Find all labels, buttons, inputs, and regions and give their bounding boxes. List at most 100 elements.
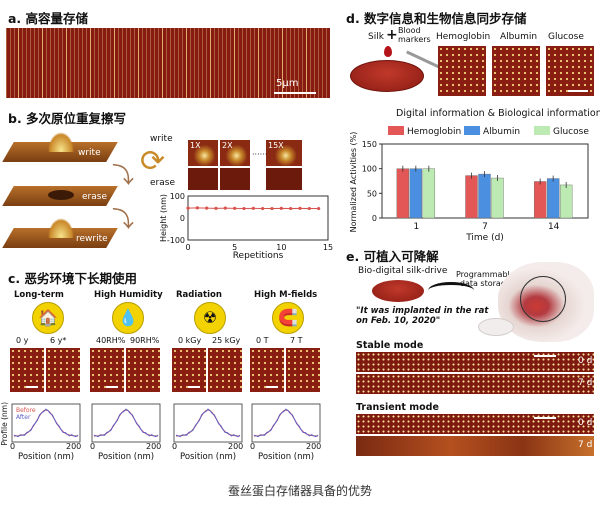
activity-ytick: 100 (362, 165, 377, 174)
condition-image-1 (10, 348, 44, 392)
panel-d-scale-bar (568, 90, 588, 92)
transient-7d-image (356, 436, 594, 456)
height-point (186, 206, 190, 210)
height-point (307, 206, 311, 211)
height-point (214, 206, 218, 210)
legend-before: Before (16, 407, 36, 414)
profile-after-line (93, 408, 159, 438)
height-point (242, 206, 246, 211)
activity-xtick: 14 (548, 222, 560, 232)
profile-before-line (93, 409, 159, 437)
blood-label: Blood markers (398, 26, 431, 44)
condition-image-2 (46, 348, 80, 392)
rep-15x-top (266, 140, 302, 166)
height-xtick: 15 (323, 243, 333, 252)
activity-bar (491, 177, 504, 219)
activity-bar (409, 168, 423, 219)
condition-scale-bar (266, 386, 278, 388)
condition-image-2 (208, 348, 242, 392)
condition-icon: 🏠 (32, 302, 64, 334)
condition-icon: ☢ (194, 302, 226, 334)
activity-bar (478, 173, 491, 219)
label-write: write (78, 148, 101, 158)
profile-xtick-0: 0 (250, 442, 256, 451)
profile-xtick-1: 200 (306, 442, 322, 451)
stable-0d-label: 0 d (578, 356, 593, 366)
panel-a-title: a. 高容量存储 (8, 11, 89, 26)
legend-after: After (16, 414, 31, 421)
rat-body (478, 318, 514, 336)
silk-disk (350, 60, 424, 92)
profile-xtick-1: 200 (66, 442, 82, 451)
height-point (223, 206, 227, 210)
panel-d-subtitle: Digital information & Biological informa… (396, 108, 600, 119)
label-rewrite: rewrite (76, 234, 108, 244)
condition-name: Long-term (14, 290, 64, 300)
profile-plot (173, 403, 243, 443)
transient-0d-image (356, 414, 594, 434)
height-point (298, 206, 302, 210)
activity-xtick: 7 (482, 222, 488, 232)
surface-write (2, 132, 118, 164)
profile-xlabel: Position (nm) (258, 452, 315, 462)
panel-d-title: d. 数字信息和生物信息同步存储 (346, 11, 527, 26)
condition-name: High M-fields (254, 290, 318, 300)
height-point (289, 206, 293, 211)
condition-name: High Humidity (94, 290, 163, 300)
panel-e-title: e. 可植入可降解 (346, 249, 439, 264)
condition-image-1 (172, 348, 206, 392)
profile-xtick-0: 0 (172, 442, 178, 451)
height-ytick: 0 (180, 214, 185, 223)
panel-b-title: b. 多次原位重复擦写 (8, 111, 127, 126)
rep-1x-label: 1X (190, 141, 201, 150)
drive-disk (372, 280, 424, 302)
profile-xtick-1: 200 (228, 442, 244, 451)
condition-value-1: 40RH% (96, 336, 126, 345)
cycle-write: write (150, 134, 173, 144)
cycle-erase: erase (150, 178, 175, 188)
height-point (233, 206, 237, 210)
height-point (195, 206, 199, 210)
activity-xlabel: Time (d) (465, 233, 504, 242)
transient-scale-bar (534, 417, 556, 419)
height-chart-frame (187, 195, 329, 241)
activity-bar (533, 181, 547, 219)
profile-xlabel: Position (nm) (98, 452, 155, 462)
condition-value-2: 25 kGy (212, 336, 241, 345)
drive-arrow-icon (428, 282, 474, 299)
transient-0d-label: 0 d (578, 418, 593, 428)
profile-xlabel: Position (nm) (18, 452, 75, 462)
rep-1x-bot (188, 168, 218, 190)
profile-xtick-0: 0 (10, 442, 16, 451)
plus-sign: + (386, 27, 398, 43)
height-ytick: -100 (167, 236, 185, 245)
condition-image-2 (126, 348, 160, 392)
legend-label: Albumin (483, 127, 520, 137)
condition-value-2: 6 y* (50, 336, 67, 345)
legend-swatch (388, 126, 404, 135)
rep-2x-top (220, 140, 250, 166)
height-xtick: 10 (276, 243, 286, 252)
condition-image-1 (250, 348, 284, 392)
activity-ytick: 0 (372, 214, 377, 223)
activity-bar (546, 178, 560, 219)
sample-label-0: Hemoglobin (436, 32, 491, 42)
condition-icon: 🧲 (272, 302, 304, 334)
figure-caption: 蚕丝蛋白存储器具备的优势 (227, 484, 372, 498)
condition-value-1: 0 kGy (178, 336, 202, 345)
stable-0d-image (356, 352, 594, 372)
condition-image-2 (286, 348, 320, 392)
sample-label-2: Glucose (548, 32, 584, 42)
profile-xtick-1: 200 (146, 442, 162, 451)
legend-label: Hemoglobin (407, 127, 461, 137)
transient-mode-label: Transient mode (356, 402, 439, 413)
implant-quote: "It was implanted in the rat on Feb. 10,… (356, 306, 489, 326)
height-ylabel: Height (nm) (160, 194, 168, 242)
cycle-arrows-icon: ⟳ (140, 144, 166, 179)
activity-ylabel: Normalized Activities (%) (349, 132, 358, 233)
stable-7d-image (356, 374, 594, 394)
legend-swatch (464, 126, 480, 135)
sample-image-glucose (546, 46, 594, 96)
